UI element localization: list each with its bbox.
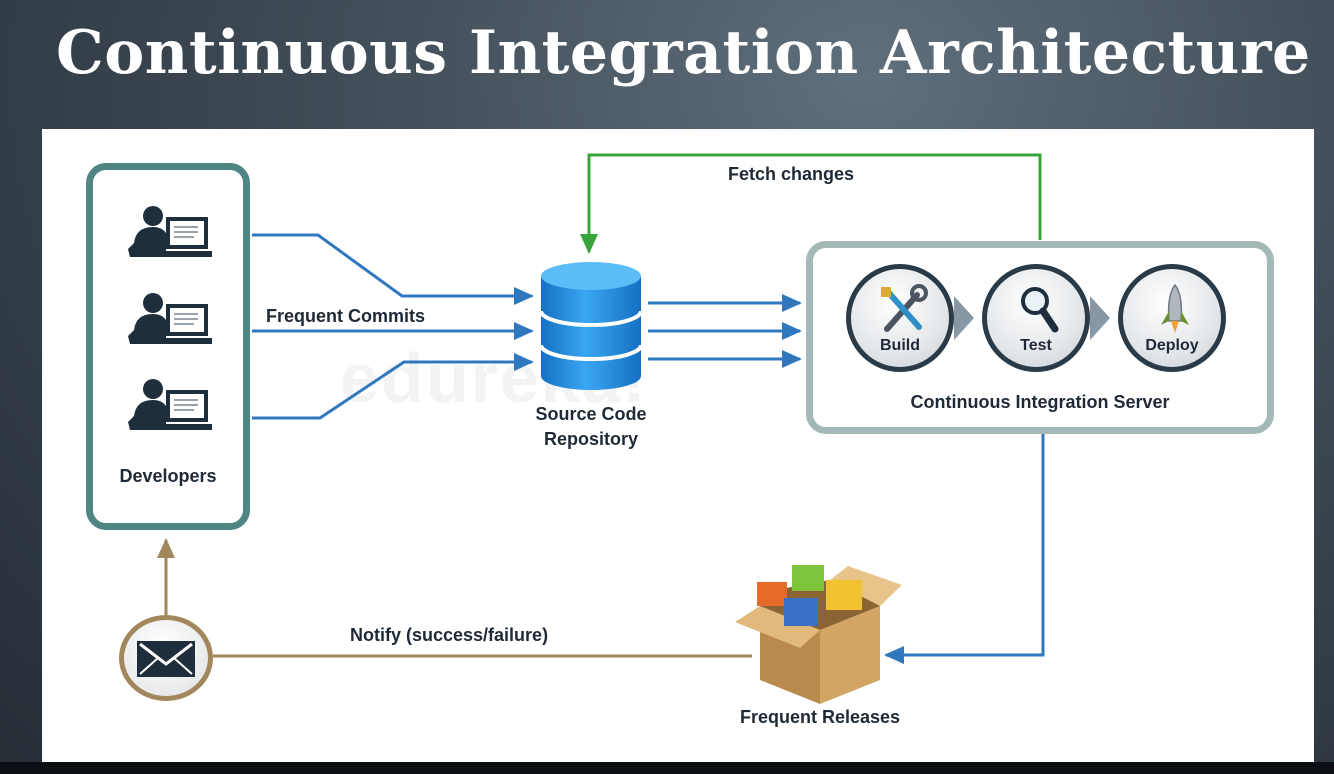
tools-icon — [881, 284, 928, 332]
build-stage: Build — [846, 264, 954, 372]
rocket-icon — [1161, 283, 1189, 333]
developer-icon-1 — [128, 206, 212, 257]
frequent-releases-label: Frequent Releases — [739, 707, 901, 727]
deploy-stage: Deploy — [1118, 264, 1226, 372]
developer-icon-3 — [128, 379, 212, 430]
deploy-label: Deploy — [1145, 337, 1199, 354]
repository-label-line1: Source Code — [535, 404, 647, 424]
bottom-bar — [0, 762, 1334, 774]
package-icon — [735, 565, 902, 704]
magnifier-icon — [1021, 287, 1059, 333]
repository-label-line2: Repository — [543, 429, 639, 449]
build-label: Build — [880, 337, 920, 354]
ci-to-releases-arrow — [884, 434, 1045, 664]
slide-title: Continuous Integration Architecture — [56, 18, 1311, 88]
fetch-changes-label: Fetch changes — [728, 164, 855, 184]
test-label: Test — [1020, 337, 1052, 354]
ci-server-label: Continuous Integration Server — [910, 392, 1170, 412]
commit-arrow-top — [252, 233, 534, 305]
commit-arrow-bottom — [252, 353, 534, 420]
test-stage: Test — [982, 264, 1090, 372]
frequent-commits-label: Frequent Commits — [266, 306, 426, 326]
fetch-changes-arrow — [580, 153, 1042, 254]
build-to-test-connector — [954, 296, 974, 340]
notify-label: Notify (success/failure) — [350, 625, 549, 645]
database-icon — [539, 262, 643, 390]
developer-icon-2 — [128, 293, 212, 344]
developers-label: Developers — [119, 466, 217, 486]
repository-label: Source Code Repository — [511, 402, 671, 452]
test-to-deploy-connector — [1090, 296, 1110, 340]
